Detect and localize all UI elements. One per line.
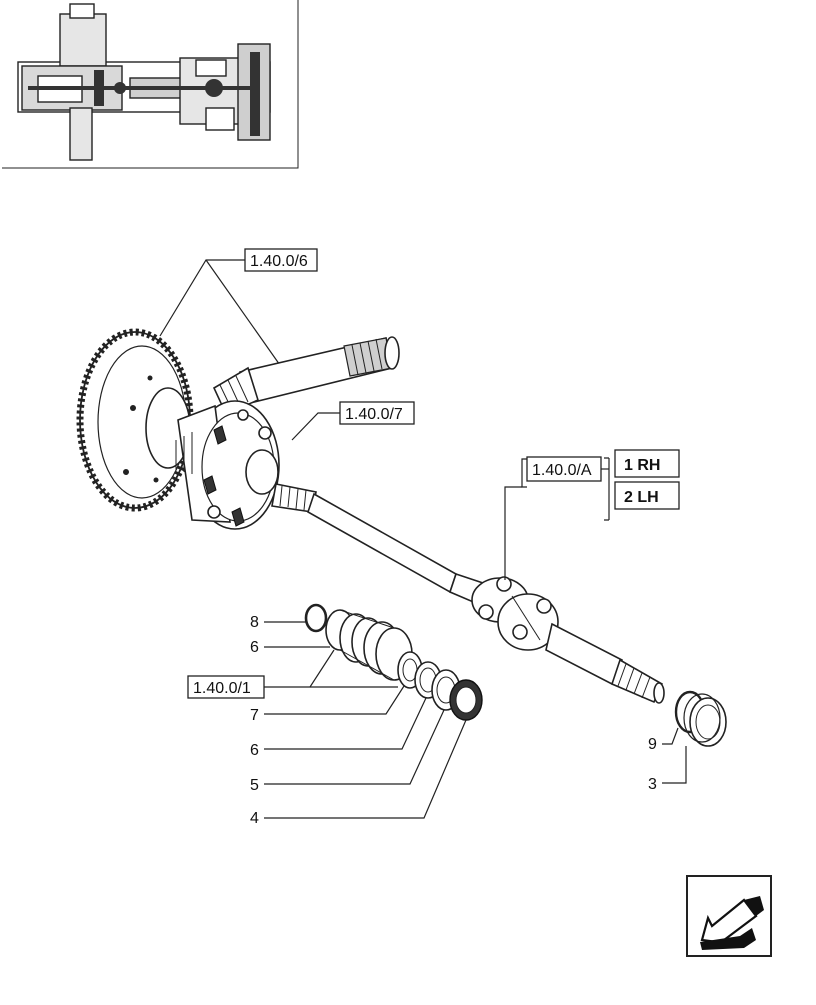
- seal-kit-parts: [304, 603, 483, 721]
- svg-text:3: 3: [648, 776, 657, 793]
- universal-joint: [471, 576, 559, 651]
- variant-rh[interactable]: 1 RH: [614, 449, 680, 478]
- svg-text:9: 9: [648, 736, 657, 753]
- callout-6a[interactable]: 6: [250, 639, 330, 656]
- callout-8[interactable]: 8: [250, 614, 306, 631]
- svg-text:8: 8: [250, 614, 259, 631]
- variant-label-rh: 1 RH: [624, 457, 660, 474]
- ref-box-seal-kit[interactable]: 1.40.0/1: [187, 675, 265, 699]
- ref-label-differential: 1.40.0/7: [345, 406, 403, 423]
- leader-lines-ring-gear: [159, 259, 283, 369]
- ref-label-axle-shaft: 1.40.0/A: [532, 462, 592, 479]
- ref-box-axle-shaft[interactable]: 1.40.0/A: [526, 456, 602, 482]
- ref-label-ring-gear-pinion: 1.40.0/6: [250, 253, 308, 270]
- ref-box-ring-gear-pinion[interactable]: 1.40.0/6: [244, 248, 318, 272]
- leader-differential: [291, 412, 340, 441]
- callout-5[interactable]: 5: [250, 709, 445, 794]
- differential-housing: [175, 400, 280, 530]
- variant-bracket: [504, 457, 610, 580]
- callout-4[interactable]: 4: [250, 719, 467, 827]
- axle-overview-thumbnail[interactable]: [2, 0, 299, 169]
- back-arrow-icon[interactable]: [686, 875, 772, 957]
- crown-wheel: [76, 328, 194, 512]
- seal-ring-3: [683, 693, 727, 747]
- axle-shaft: [271, 483, 488, 606]
- stub-shaft: [545, 622, 665, 704]
- variant-lh[interactable]: 2 LH: [614, 481, 680, 510]
- ref-box-differential[interactable]: 1.40.0/7: [339, 401, 415, 425]
- svg-text:7: 7: [250, 707, 259, 724]
- callout-3[interactable]: 3: [648, 746, 687, 793]
- ref-label-seal-kit: 1.40.0/1: [193, 680, 251, 697]
- svg-text:6: 6: [250, 639, 259, 656]
- svg-text:4: 4: [250, 810, 259, 827]
- callout-9[interactable]: 9: [648, 727, 679, 753]
- svg-text:5: 5: [250, 777, 259, 794]
- callout-6b[interactable]: 6: [250, 697, 427, 759]
- leader-seal-kit: [264, 649, 398, 688]
- svg-text:6: 6: [250, 742, 259, 759]
- callout-7[interactable]: 7: [250, 685, 405, 724]
- variant-label-lh: 2 LH: [624, 489, 659, 506]
